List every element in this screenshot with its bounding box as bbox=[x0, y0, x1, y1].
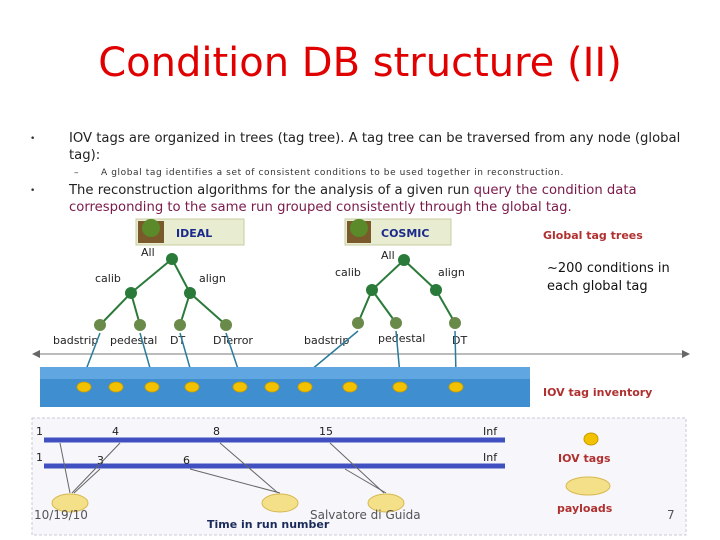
timeline-mark-label: 8 bbox=[213, 425, 220, 438]
timeline-mark-label: 6 bbox=[183, 454, 190, 467]
ideal-leaf-node bbox=[174, 319, 186, 331]
ideal-leaf-node bbox=[220, 319, 232, 331]
bullet-marker: • bbox=[30, 134, 36, 144]
ideal-leaf-node bbox=[134, 319, 146, 331]
ideal-leaf-label: DTerror bbox=[213, 334, 253, 347]
iov-tag-icon bbox=[232, 381, 248, 393]
ideal-leaf-label: badstrip bbox=[53, 334, 98, 347]
cosmic-calib-label: calib bbox=[335, 266, 361, 279]
timeline-mark-label: 3 bbox=[97, 454, 104, 467]
tree-icon-canopy bbox=[142, 219, 160, 237]
cosmic-root-label: All bbox=[381, 249, 395, 262]
cosmic-tag-label: COSMIC bbox=[381, 227, 429, 240]
iov-tag-icon bbox=[76, 381, 92, 393]
cosmic-leaf-label: pedestal bbox=[378, 332, 425, 345]
payload-icon bbox=[261, 493, 299, 513]
cosmic-leaf-node bbox=[352, 317, 364, 329]
iov-tag-icon bbox=[144, 381, 160, 393]
ideal-tag-label: IDEAL bbox=[176, 227, 212, 240]
iov-tag-icon bbox=[184, 381, 200, 393]
cosmic-leaf-node bbox=[449, 317, 461, 329]
iov-tag-icon bbox=[108, 381, 124, 393]
timeline-mark-label: 15 bbox=[319, 425, 333, 438]
bullet-text-2: The reconstruction algorithms for the an… bbox=[69, 183, 637, 215]
sub-bullet-text: A global tag identifies a set of consist… bbox=[101, 168, 564, 178]
footer-page-number: 7 bbox=[667, 508, 675, 522]
timeline-mark-label: 4 bbox=[112, 425, 119, 438]
conditions-note: ~200 conditions in each global tag bbox=[547, 260, 697, 296]
ideal-root-label: All bbox=[141, 246, 155, 259]
ideal-leaf-node bbox=[94, 319, 106, 331]
tree-icon-canopy bbox=[350, 219, 368, 237]
ideal-align-label: align bbox=[199, 272, 226, 285]
time-axis-label: Time in run number bbox=[207, 518, 330, 531]
timeline-end-label: Inf bbox=[483, 425, 498, 438]
cosmic-leaf-label: badstrip bbox=[304, 334, 349, 347]
payload-icon bbox=[367, 493, 405, 513]
sub-bullet-marker: – bbox=[74, 168, 79, 178]
payload-icon bbox=[51, 493, 89, 513]
timeline-start-label: 1 bbox=[36, 451, 43, 464]
ideal-calib-label: calib bbox=[95, 272, 121, 285]
payload-legend-icon bbox=[565, 476, 611, 496]
iov-to-payload-links bbox=[59, 442, 387, 494]
footer-date: 10/19/10 bbox=[34, 508, 88, 522]
iov-tag-icon bbox=[448, 381, 464, 393]
payloads-label: payloads bbox=[557, 502, 613, 515]
iov-tag-icons bbox=[76, 381, 464, 393]
ideal-leaf-label: pedestal bbox=[110, 334, 157, 347]
iov-tag-icon bbox=[342, 381, 358, 393]
bullet-marker: • bbox=[30, 186, 36, 196]
cosmic-leaf-label: DT bbox=[452, 334, 467, 347]
iov-tag-icon bbox=[392, 381, 408, 393]
iov-tag-icon bbox=[297, 381, 313, 393]
iov-tag-legend-icon bbox=[583, 432, 599, 446]
iov-tags-label: IOV tags bbox=[558, 452, 611, 465]
tree-ideal: IDEAL All calib align badstrip pedestal … bbox=[53, 218, 253, 347]
bullet-text-1: IOV tags are organized in trees (tag tre… bbox=[69, 131, 681, 163]
condition-db-diagram: IDEAL All calib align badstrip pedestal … bbox=[31, 218, 690, 536]
payload-icons bbox=[51, 493, 405, 513]
timeline-end-label: Inf bbox=[483, 451, 498, 464]
tree-cosmic: COSMIC All calib align badstrip pedestal… bbox=[304, 218, 467, 347]
cosmic-align-label: align bbox=[438, 266, 465, 279]
page-title: Condition DB structure (II) bbox=[98, 40, 622, 86]
iov-tag-icon bbox=[264, 381, 280, 393]
cosmic-leaf-node bbox=[390, 317, 402, 329]
global-tag-trees-label: Global tag trees bbox=[543, 229, 643, 242]
iov-inventory-label: IOV tag inventory bbox=[543, 386, 652, 399]
footer-author: Salvatore di Guida bbox=[310, 508, 421, 522]
timeline-start-label: 1 bbox=[36, 425, 43, 438]
